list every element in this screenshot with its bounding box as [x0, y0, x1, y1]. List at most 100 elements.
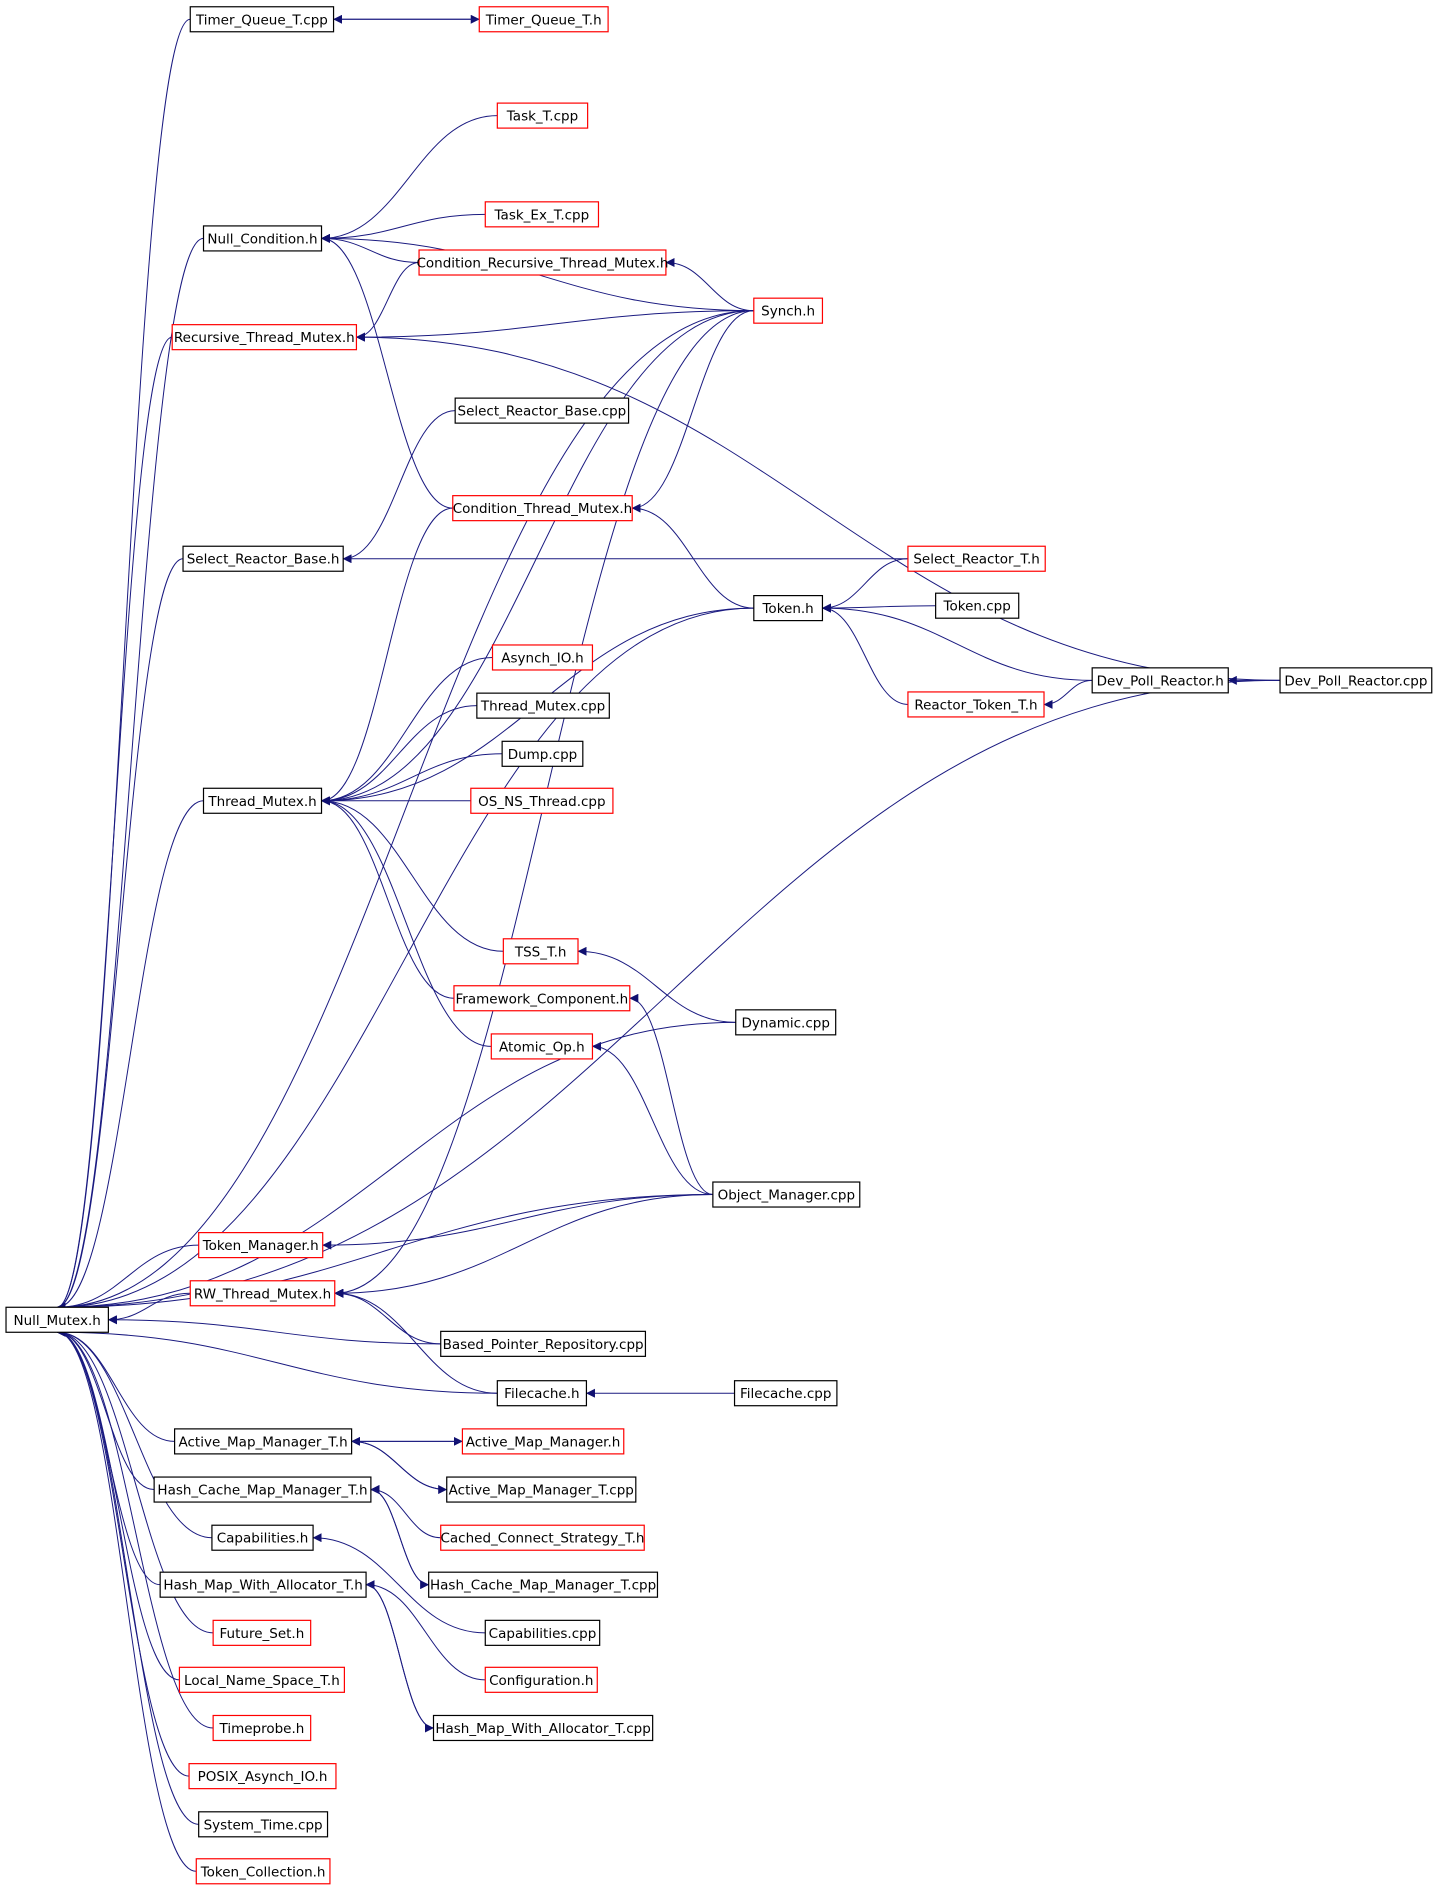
node-token-cpp[interactable]: Token.cpp	[935, 592, 1020, 619]
node-asynch-io-h[interactable]: Asynch_IO.h	[491, 644, 594, 671]
edge-n17-to-n13	[821, 603, 908, 705]
node-hash-cache-map-manager-t-cpp[interactable]: Hash_Cache_Map_Manager_T.cpp	[428, 1571, 659, 1598]
node-active-map-manager-t-cpp[interactable]: Active_Map_Manager_T.cpp	[446, 1476, 637, 1503]
node-hash-map-with-allocator-t-h[interactable]: Hash_Map_With_Allocator_T.h	[159, 1571, 367, 1598]
edge-n9-to-n11	[342, 410, 456, 564]
node-null-mutex-h[interactable]: Null_Mutex.h	[5, 1306, 109, 1333]
node-local-name-space-t-h[interactable]: Local_Name_Space_T.h	[178, 1666, 345, 1693]
node-label: Asynch_IO.h	[501, 650, 583, 666]
node-filecache-cpp[interactable]: Filecache.cpp	[733, 1380, 838, 1407]
node-label: Local_Name_Space_T.h	[184, 1673, 340, 1689]
node-timeprobe-h[interactable]: Timeprobe.h	[212, 1714, 312, 1742]
node-os-ns-thread-cpp[interactable]: OS_NS_Thread.cpp	[470, 787, 614, 814]
node-posix-asynch-io-h[interactable]: POSIX_Asynch_IO.h	[188, 1763, 337, 1790]
node-dynamic-cpp[interactable]: Dynamic.cpp	[735, 1009, 837, 1036]
edge-n13-to-root	[56, 607, 754, 1312]
node-box	[712, 1181, 861, 1208]
node-box	[484, 201, 600, 228]
edge-n30-to-root	[107, 1315, 441, 1345]
node-select-reactor-base-h[interactable]: Select_Reactor_Base.h	[182, 545, 344, 572]
node-recursive-thread-mutex-h[interactable]: Recursive_Thread_Mutex.h	[171, 324, 358, 351]
edge-n37-to-n36	[370, 1485, 441, 1539]
node-token-collection-h[interactable]: Token_Collection.h	[195, 1858, 331, 1885]
node-active-map-manager-t-h[interactable]: Active_Map_Manager_T.h	[174, 1428, 353, 1455]
node-label: Condition_Thread_Mutex.h	[453, 501, 633, 517]
node-capabilities-h[interactable]: Capabilities.h	[211, 1524, 314, 1551]
node-select-reactor-base-cpp[interactable]: Select_Reactor_Base.cpp	[454, 397, 630, 424]
node-synch-h[interactable]: Synch.h	[753, 297, 824, 324]
node-framework-component-h[interactable]: Framework_Component.h	[453, 985, 631, 1012]
node-box	[491, 644, 594, 671]
node-box	[212, 1619, 312, 1646]
node-dev-poll-reactor-h[interactable]: Dev_Poll_Reactor.h	[1091, 667, 1229, 694]
edge-n3-to-n5	[321, 115, 498, 243]
node-label: Dev_Poll_Reactor.cpp	[1284, 673, 1427, 689]
edge-n18-to-n22	[321, 656, 493, 806]
node-label: Hash_Cache_Map_Manager_T.h	[157, 1483, 367, 1499]
node-timer-queue-t-cpp[interactable]: Timer_Queue_T.cpp	[189, 6, 335, 33]
node-box	[907, 691, 1045, 718]
node-tss-t-h[interactable]: TSS_T.h	[502, 938, 579, 965]
edge-n4-to-n5	[321, 213, 486, 243]
node-task-ex-t-cpp[interactable]: Task_Ex_T.cpp	[484, 201, 600, 228]
node-box	[935, 592, 1020, 619]
node-filecache-h[interactable]: Filecache.h	[496, 1380, 588, 1407]
node-capabilities-cpp[interactable]: Capabilities.cpp	[484, 1619, 601, 1646]
node-box	[182, 545, 344, 572]
node-timer-queue-t-h[interactable]: Timer_Queue_T.h	[478, 6, 609, 33]
node-based-pointer-repository-cpp[interactable]: Based_Pointer_Repository.cpp	[440, 1330, 647, 1357]
edge-n15-to-n17	[1043, 679, 1093, 709]
node-label: System_Time.cpp	[204, 1817, 323, 1833]
node-box	[907, 545, 1046, 572]
node-box	[461, 1428, 625, 1455]
edge-n1-to-root	[56, 18, 191, 1312]
node-cached-connect-strategy-t-h[interactable]: Cached_Connect_Strategy_T.h	[440, 1524, 645, 1551]
node-dev-poll-reactor-cpp[interactable]: Dev_Poll_Reactor.cpp	[1279, 667, 1433, 694]
node-box	[202, 787, 323, 814]
node-thread-mutex-h[interactable]: Thread_Mutex.h	[202, 787, 323, 814]
node-box	[1091, 667, 1229, 694]
node-select-reactor-t-h[interactable]: Select_Reactor_T.h	[907, 545, 1046, 572]
edge-n26-to-n22	[321, 796, 492, 1047]
node-label: Capabilities.cpp	[489, 1626, 597, 1642]
node-condition-recursive-thread-mutex-h[interactable]: Condition_Recursive_Thread_Mutex.h	[416, 249, 668, 276]
node-null-condition-h[interactable]: Null_Condition.h	[202, 225, 323, 252]
node-box	[454, 397, 630, 424]
node-system-time-cpp[interactable]: System_Time.cpp	[198, 1811, 329, 1838]
edge-n29-to-root	[107, 1292, 191, 1325]
node-active-map-manager-h[interactable]: Active_Map_Manager.h	[461, 1428, 625, 1455]
node-label: Null_Mutex.h	[14, 1313, 101, 1329]
node-label: Hash_Map_With_Allocator_T.h	[163, 1578, 362, 1594]
node-reactor-token-t-h[interactable]: Reactor_Token_T.h	[907, 691, 1045, 718]
node-box	[440, 1330, 647, 1357]
node-box	[496, 102, 589, 129]
node-condition-thread-mutex-h[interactable]: Condition_Thread_Mutex.h	[452, 495, 633, 522]
node-label: Timeprobe.h	[218, 1721, 304, 1737]
edge-n20-to-n22	[321, 753, 503, 806]
edge-n27-to-n26	[592, 1041, 713, 1196]
node-token-manager-h[interactable]: Token_Manager.h	[198, 1232, 324, 1259]
edge-n43-to-n40	[365, 1580, 486, 1681]
edge-n49-to-root	[56, 1327, 197, 1872]
node-box	[212, 1714, 312, 1742]
node-thread-mutex-cpp[interactable]: Thread_Mutex.cpp	[476, 692, 610, 719]
edge-n19-to-n22	[321, 705, 477, 806]
node-label: Future_Set.h	[220, 1626, 305, 1642]
node-rw-thread-mutex-h[interactable]: RW_Thread_Mutex.h	[189, 1280, 336, 1307]
node-label: Configuration.h	[489, 1673, 593, 1689]
node-box	[733, 1380, 838, 1407]
edge-n46-to-root	[56, 1327, 214, 1729]
node-box	[428, 1571, 659, 1598]
node-task-t-cpp[interactable]: Task_T.cpp	[496, 102, 589, 129]
node-box	[211, 1524, 314, 1551]
node-dump-cpp[interactable]: Dump.cpp	[501, 740, 584, 767]
node-hash-map-with-allocator-t-cpp[interactable]: Hash_Map_With_Allocator_T.cpp	[432, 1714, 654, 1742]
edge-n10-to-n5	[321, 233, 453, 509]
node-token-h[interactable]: Token.h	[753, 595, 824, 622]
node-box	[159, 1571, 367, 1598]
node-atomic-op-h[interactable]: Atomic_Op.h	[490, 1033, 594, 1060]
node-configuration-h[interactable]: Configuration.h	[484, 1666, 598, 1693]
node-object-manager-cpp[interactable]: Object_Manager.cpp	[712, 1181, 861, 1208]
node-future-set-h[interactable]: Future_Set.h	[212, 1619, 312, 1646]
node-hash-cache-map-manager-t-h[interactable]: Hash_Cache_Map_Manager_T.h	[153, 1476, 372, 1503]
